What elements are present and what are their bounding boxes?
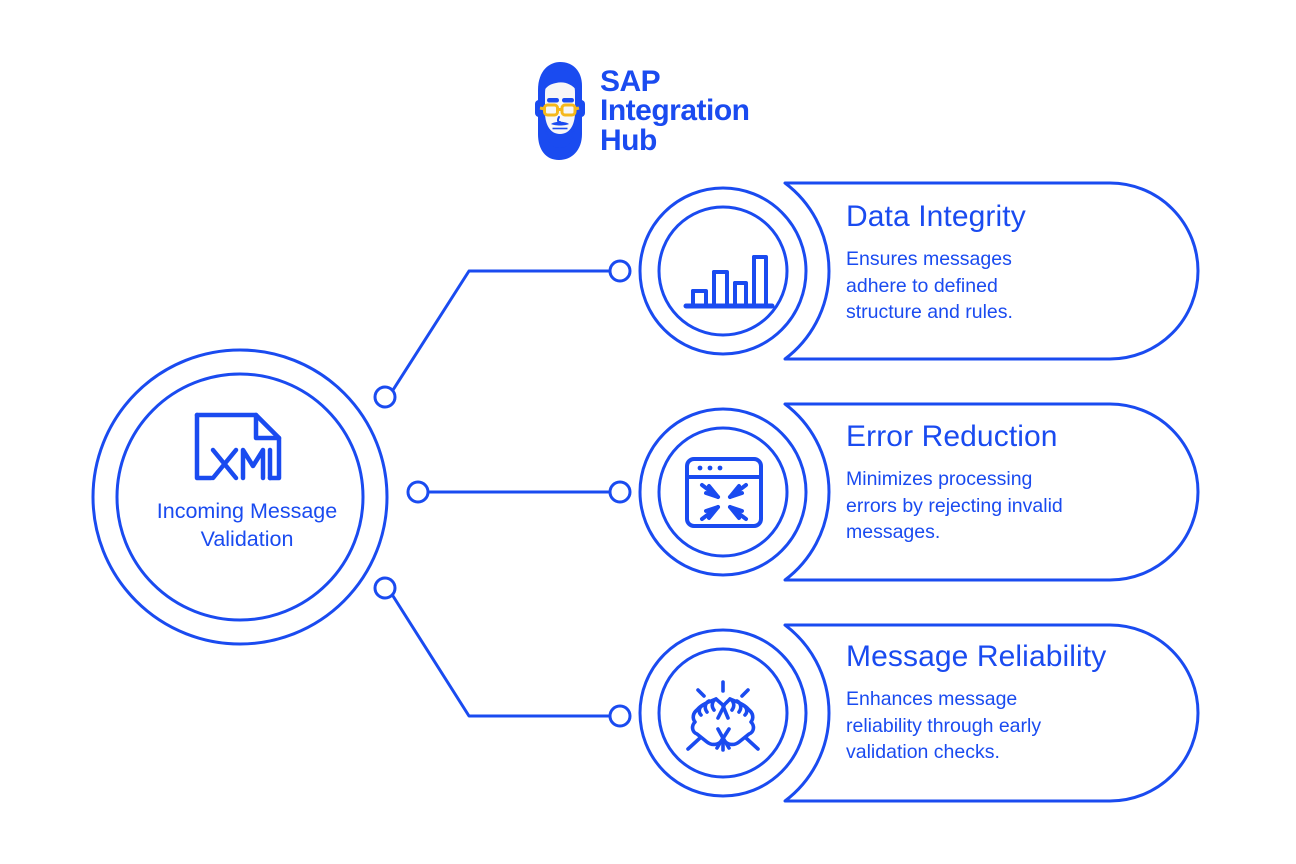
hub-label-line-1: Incoming Message	[156, 499, 338, 523]
card-title: Data Integrity	[846, 200, 1026, 233]
card-icon-inner-ring	[657, 647, 789, 779]
card-description: Ensures messages adhere to defined struc…	[846, 246, 1176, 326]
card-desc-line-1: Enhances message	[846, 688, 1018, 710]
connector-to-error-reduction	[406, 480, 632, 504]
card-title: Message Reliability	[846, 640, 1107, 673]
card-icon-outer-ring	[638, 407, 808, 577]
logo-wordmark: SAP Integration Hub	[600, 64, 750, 157]
card-icon-outer-ring	[638, 628, 808, 798]
connector-to-data-integrity	[373, 259, 632, 409]
hub-label-line-2: Validation	[200, 526, 294, 551]
hub-inner-ring	[115, 372, 365, 622]
logo-line-3: Hub	[600, 123, 657, 157]
card-description: Enhances message reliability through ear…	[846, 686, 1176, 766]
card-desc-line-3: validation checks.	[846, 741, 1000, 764]
hub-outer-ring	[91, 348, 389, 646]
card-text-data-integrity: Data Integrity Ensures messages adhere t…	[846, 200, 1176, 326]
logo-line-2: Integration	[600, 94, 750, 128]
card-desc-line-2: errors by rejecting invalid	[846, 494, 1063, 517]
card-title: Error Reduction	[846, 420, 1058, 453]
browser-compress-arrows-icon	[685, 457, 763, 528]
card-desc-line-1: Ensures messages	[846, 248, 1012, 270]
card-error-reduction[interactable]	[638, 402, 1200, 582]
brand-logo: SAP Integration Hub	[528, 60, 750, 162]
card-text-message-reliability: Message Reliability Enhances message rel…	[846, 640, 1176, 766]
hub-node[interactable]	[91, 348, 389, 646]
card-desc-line-3: messages.	[846, 521, 941, 544]
hub-label: Incoming Message Validation	[112, 498, 382, 553]
card-icon-outer-ring	[638, 186, 808, 356]
xml-document-icon	[194, 412, 282, 481]
card-outline	[783, 402, 1200, 582]
card-message-reliability[interactable]	[638, 623, 1200, 803]
fist-bump-icon	[686, 680, 760, 752]
card-desc-line-2: adhere to defined	[846, 274, 998, 297]
card-outline	[783, 623, 1200, 803]
logo-line-1: SAP	[600, 64, 661, 98]
card-text-error-reduction: Error Reduction Minimizes processing err…	[846, 420, 1176, 546]
card-outline	[783, 181, 1200, 361]
card-description: Minimizes processing errors by rejecting…	[846, 466, 1176, 546]
bar-chart-icon	[683, 255, 775, 309]
card-desc-line-1: Minimizes processing	[846, 468, 1033, 490]
card-icon-inner-ring	[657, 205, 789, 337]
card-data-integrity[interactable]	[638, 181, 1200, 361]
bearded-man-face-logo-icon	[535, 62, 585, 160]
card-desc-line-3: structure and rules.	[846, 301, 1013, 324]
card-desc-line-2: reliability through early	[846, 714, 1042, 737]
connector-to-message-reliability	[373, 576, 632, 728]
card-icon-inner-ring	[657, 426, 789, 558]
